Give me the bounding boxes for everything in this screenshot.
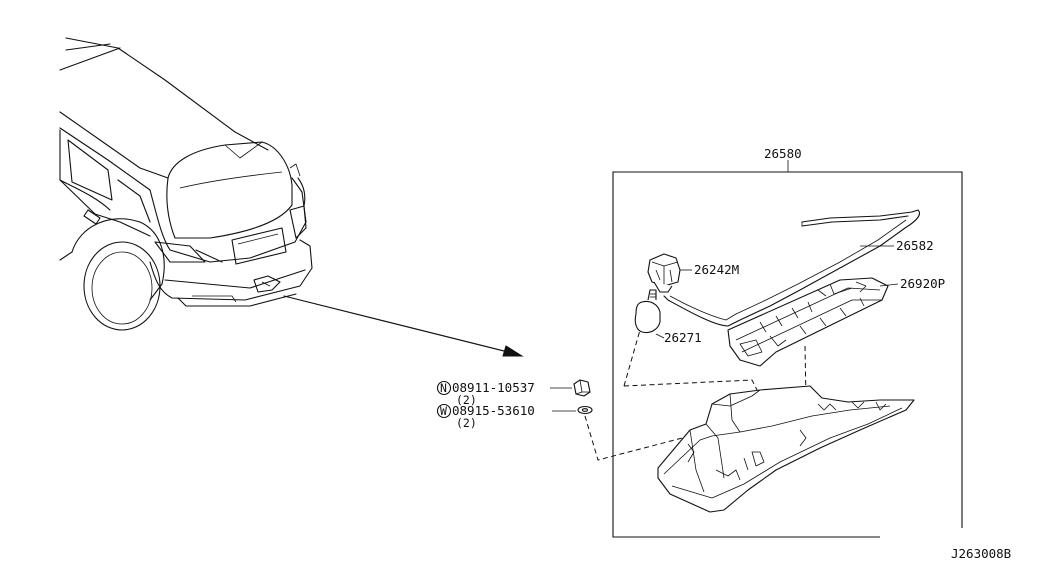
drawing-id: J263008B [951,546,1011,561]
nut-part-number: 08911-10537 [452,380,535,395]
seal-strip-part [663,209,921,327]
callout-26271: 26271 [664,330,702,345]
assembly-code: 26580 [764,146,802,161]
washer-icon [577,405,593,415]
washer-part-number: 08915-53610 [452,403,535,418]
nut-symbol: N [440,381,447,395]
assembly-frame: 26580 [612,146,963,538]
fastener-group: N 08911-10537 (2) W 08915-53610 (2) [436,379,593,430]
washer-symbol-icon [436,403,452,419]
callout-26582: 26582 [896,238,934,253]
nut-icon [573,379,591,397]
lamp-housing-part [657,385,915,513]
nut-symbol-icon [436,380,452,396]
location-arrow [283,295,524,357]
vehicle-rear-illustration [59,37,313,331]
callout-26920p: 26920P [900,276,945,291]
bulb-part [634,289,661,334]
washer-quantity: (2) [456,416,477,430]
nut-quantity: (2) [456,393,477,407]
socket-part [647,253,681,293]
callout-26242m: 26242M [694,262,739,277]
washer-symbol: W [440,404,447,418]
lamp-bracket-part [727,277,889,367]
